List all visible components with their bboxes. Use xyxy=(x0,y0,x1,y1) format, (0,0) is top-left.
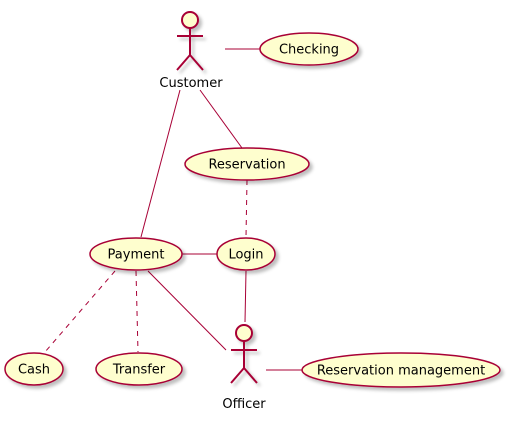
link-payment-officer xyxy=(147,270,227,351)
usecase-reservation-management-label: Reservation management xyxy=(317,364,485,379)
actor-customer-head xyxy=(181,11,199,29)
usecase-reservation-management[interactable]: Reservation management xyxy=(301,352,501,388)
actor-customer-label: Customer xyxy=(159,76,223,91)
usecase-payment[interactable]: Payment xyxy=(89,237,183,271)
usecase-cash-label: Cash xyxy=(18,363,50,378)
usecase-reservation[interactable]: Reservation xyxy=(184,147,310,181)
usecase-cash[interactable]: Cash xyxy=(4,352,64,386)
link-customer-payment xyxy=(140,89,181,238)
actor-officer-head xyxy=(235,324,253,342)
link-payment-transfer xyxy=(135,270,139,353)
actor-customer[interactable] xyxy=(176,11,204,71)
link-payment-cash xyxy=(44,270,116,353)
usecase-login[interactable]: Login xyxy=(216,237,276,271)
connectors xyxy=(44,48,302,371)
usecase-transfer[interactable]: Transfer xyxy=(95,352,183,386)
usecase-checking-label: Checking xyxy=(279,43,339,58)
usecase-login-label: Login xyxy=(228,248,263,263)
link-customer-reservation xyxy=(199,89,243,149)
actor-customer-leg-left xyxy=(176,54,191,71)
usecase-reservation-label: Reservation xyxy=(208,158,285,173)
actor-officer-leg-right xyxy=(243,367,258,384)
actor-officer[interactable] xyxy=(230,324,258,384)
actor-officer-label: Officer xyxy=(222,397,266,412)
usecase-checking[interactable]: Checking xyxy=(259,32,359,66)
usecase-transfer-label: Transfer xyxy=(112,363,166,378)
link-reservation-login xyxy=(245,179,248,238)
actor-officer-leg-left xyxy=(230,367,245,384)
actor-customer-leg-right xyxy=(189,54,204,71)
link-login-officer xyxy=(244,270,247,323)
usecase-payment-label: Payment xyxy=(108,248,165,263)
